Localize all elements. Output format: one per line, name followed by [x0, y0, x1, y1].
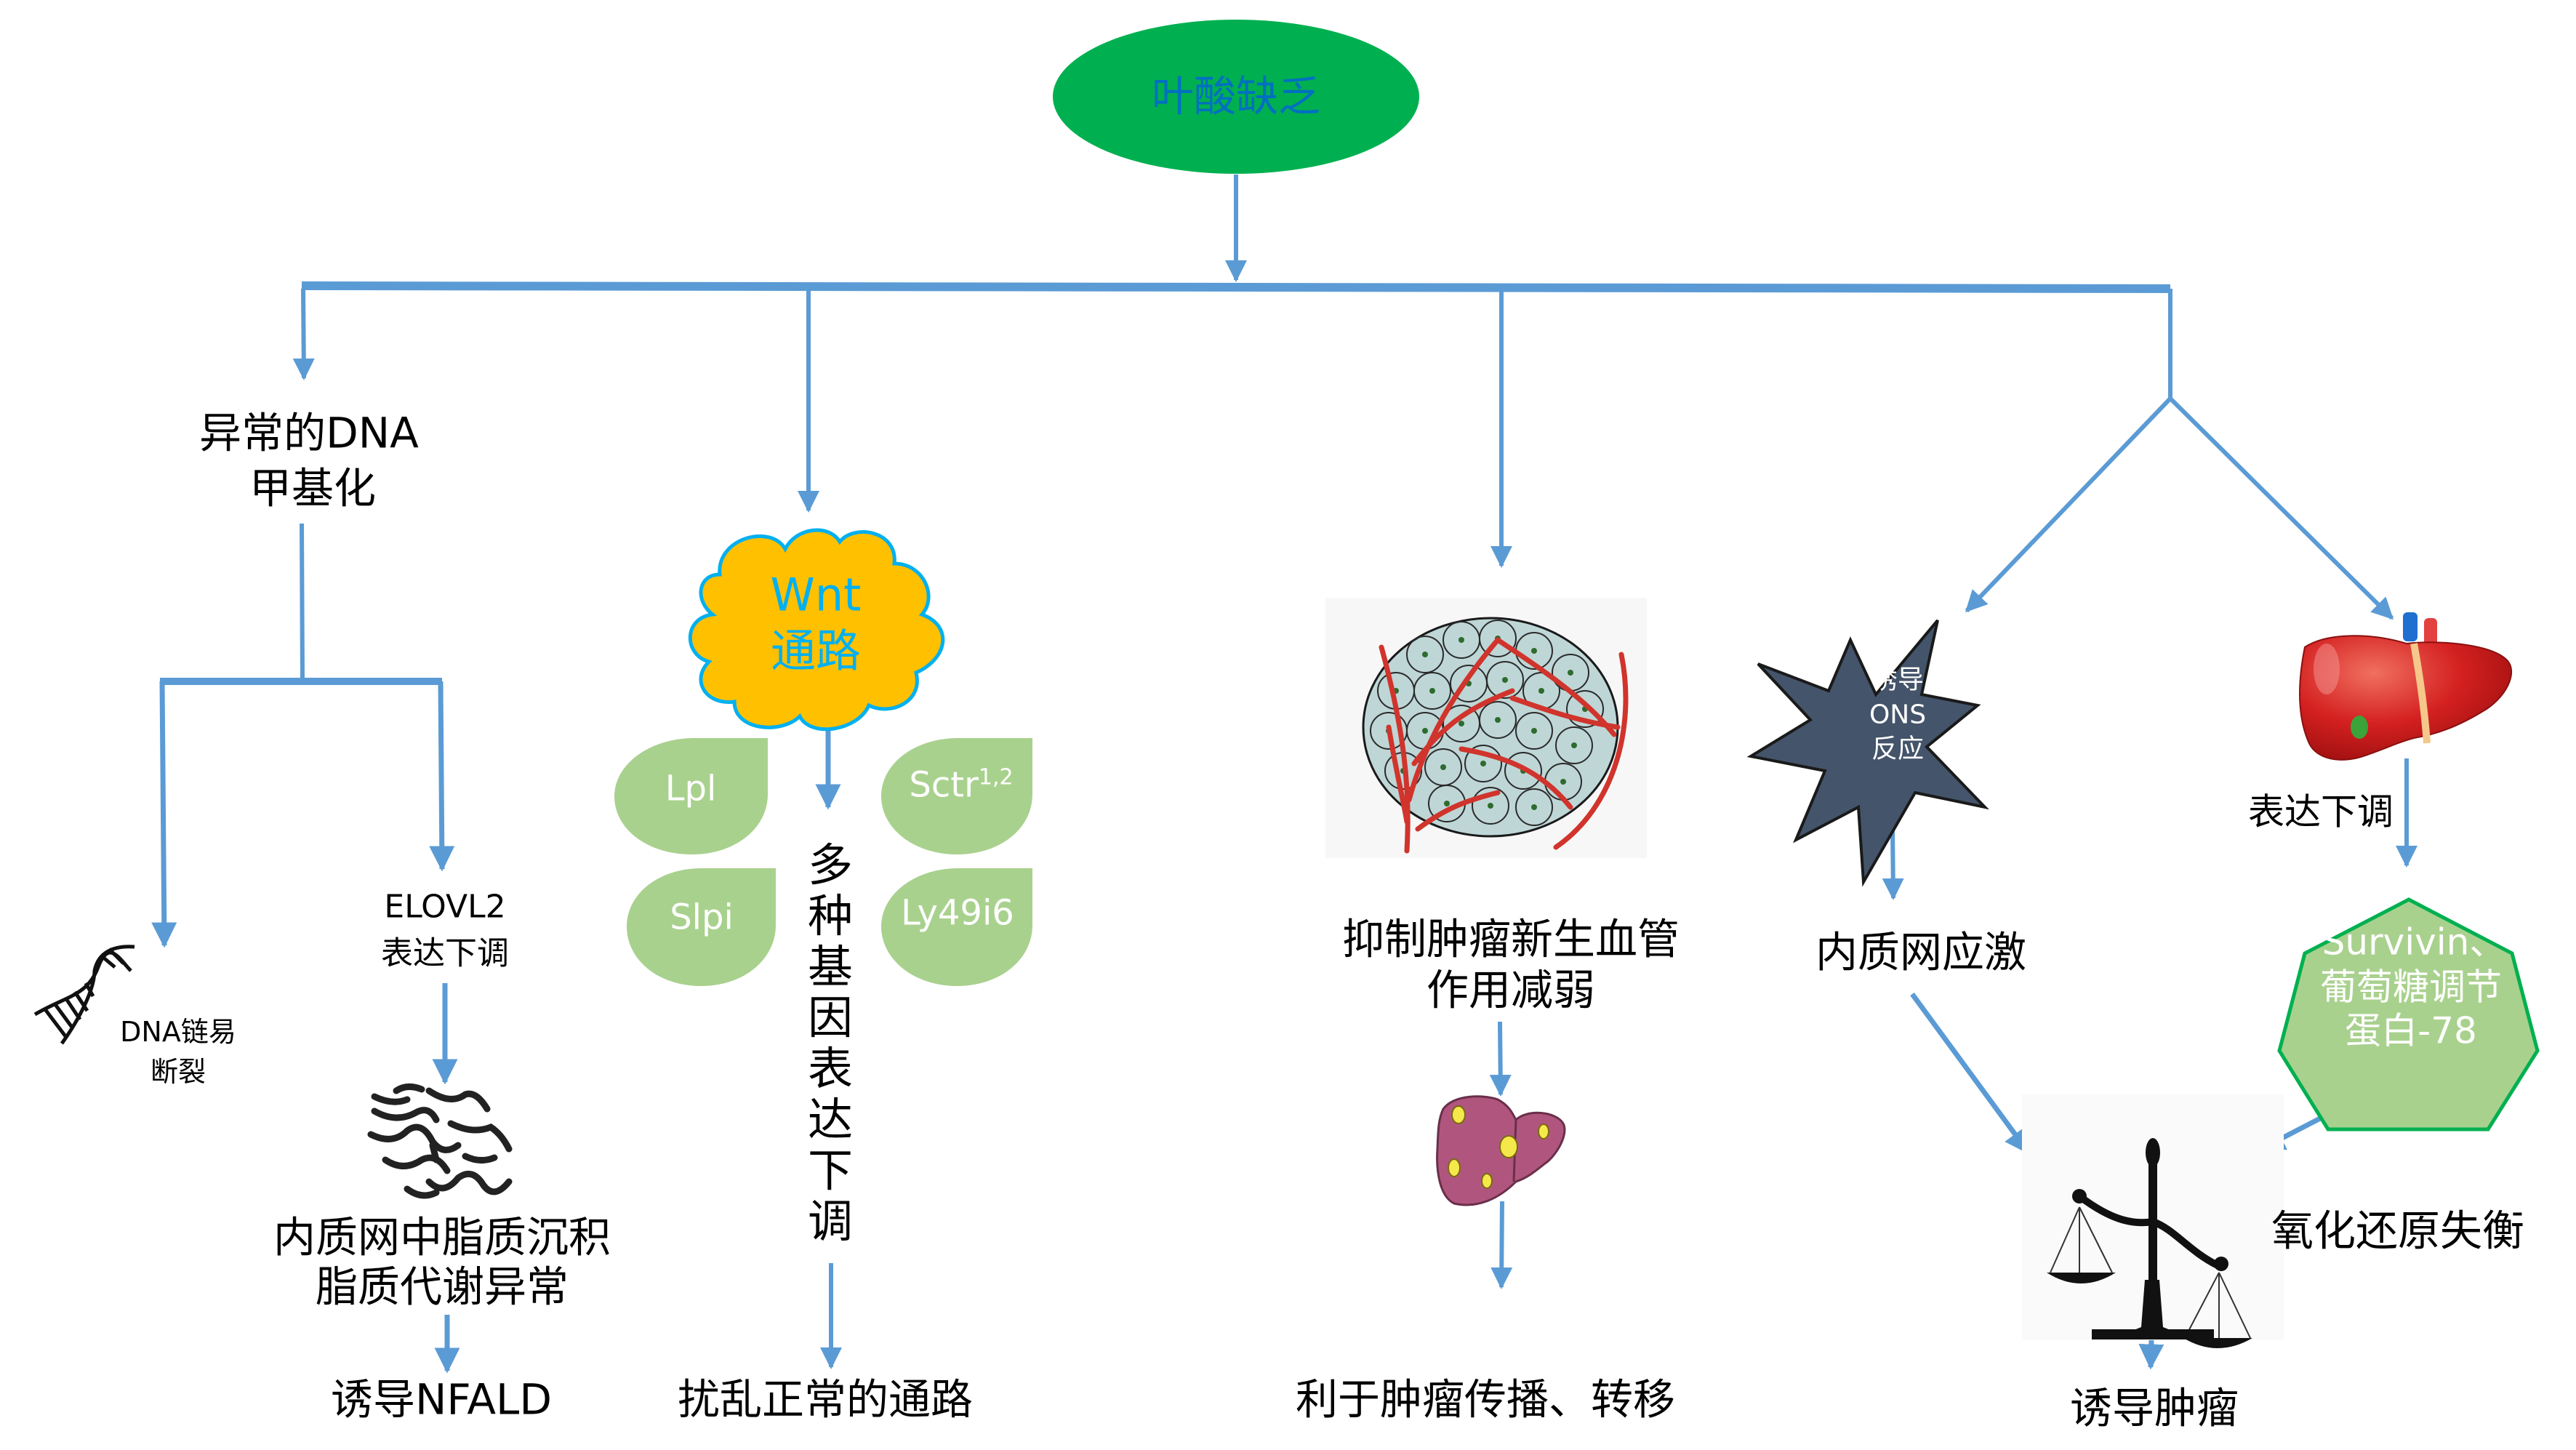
arrow-to-metastasis: [1490, 1201, 1513, 1289]
gene-leaf-sctr: Sctr1,2: [909, 765, 1013, 805]
wnt-cloud-line2: 通路: [770, 624, 862, 678]
arrow-to-liver: [2168, 396, 2394, 620]
leaf-shape-ly49i6: [881, 868, 1032, 986]
induce-nfald: 诱导NFALD: [330, 1374, 553, 1425]
wnt-cloud-line1: Wnt: [770, 568, 862, 622]
star-line3: 反应: [1871, 734, 1925, 764]
leaf-shape-slpi: [627, 868, 776, 986]
gene-name-ly49i6: Ly49i6: [901, 892, 1014, 934]
liver-downregulation-label: 表达下调: [2248, 790, 2394, 833]
vertical-char: 达: [807, 1093, 853, 1146]
angio-effect-line2: 作用减弱: [1426, 965, 1596, 1015]
lipid-deposition-line2: 脂质代谢异常: [315, 1262, 569, 1312]
redox-imbalance-label: 氧化还原失衡: [2271, 1206, 2525, 1256]
gene-sup-sctr: 1,2: [978, 764, 1014, 790]
heptagon-line3: 蛋白-78: [2345, 1009, 2477, 1052]
arrow-to-elovl2: [429, 681, 455, 872]
gene-leaf-slpi: Slpi: [670, 897, 734, 937]
survivin-heptagon-shape[interactable]: [2277, 897, 2540, 1131]
multi-gene-downregulation: 多 种 基 因 表 达 下 调: [805, 840, 856, 1247]
arrow-to-dna-break: [151, 681, 177, 948]
vertical-char: 种: [807, 889, 853, 942]
dna-break-line2: 断裂: [150, 1056, 206, 1089]
star-line1: 诱导: [1871, 665, 1925, 695]
vertical-char: 调: [807, 1195, 853, 1248]
lipid-deposition-line1: 内质网中脂质沉积: [273, 1212, 611, 1262]
er-stress-label: 内质网应激: [1815, 927, 2027, 977]
arrow-to-liver-tumor: [1489, 1021, 1512, 1097]
induce-tumor: 诱导肿瘤: [2069, 1383, 2239, 1433]
tumor-vasculature-icon: [1325, 598, 1647, 858]
dna-helix-icon: [33, 945, 135, 1045]
dna-methylation-title-line2: 甲基化: [249, 463, 377, 513]
vertical-char: 下: [807, 1144, 853, 1197]
balance-scale-icon: [2022, 1094, 2284, 1348]
arrow-er-to-balance: [1910, 992, 2031, 1155]
heptagon-line2: 葡萄糖调节: [2320, 966, 2502, 1009]
heptagon-line1: Survivin、: [2322, 921, 2506, 964]
leaf-shape-sctr: [881, 738, 1032, 854]
dna-break-line1: DNA链易: [120, 1016, 236, 1049]
vertical-char: 多: [807, 838, 853, 892]
dna-methylation-title-line1: 异常的DNA: [199, 408, 419, 458]
disrupt-pathway: 扰乱正常的通路: [677, 1374, 974, 1425]
star-line2: ONS: [1869, 700, 1927, 730]
leaf-shape-lpl: [614, 738, 768, 854]
angio-effect-line1: 抑制肿瘤新生血管: [1341, 914, 1680, 964]
elovl2-downregulated: 表达下调: [381, 934, 509, 972]
root-node-shape[interactable]: [1053, 20, 1419, 174]
wnt-cloud-shape[interactable]: [688, 528, 945, 732]
gene-leaf-lpl: Lpl: [665, 769, 717, 809]
elovl2-label: ELOVL2: [384, 888, 506, 926]
liver-icon: [2299, 612, 2513, 761]
gene-leaf-ly49i6: Ly49i6: [901, 893, 1014, 933]
liver-tumor-icon: [1436, 1095, 1566, 1206]
gene-name-sctr: Sctr: [909, 764, 979, 806]
root-node-label: 叶酸缺乏: [1151, 71, 1321, 121]
vertical-char: 表: [807, 1042, 853, 1095]
chromosome-icon: [367, 1084, 513, 1199]
main-bus: [301, 281, 2171, 293]
ons-star-shape[interactable]: [1746, 619, 1989, 887]
vertical-char: 基: [807, 940, 853, 993]
arrow-to-star: [1965, 396, 2172, 613]
tumor-metastasis: 利于肿瘤传播、转移: [1295, 1374, 1676, 1425]
gene-name-lpl: Lpl: [665, 768, 717, 809]
vertical-char: 因: [807, 991, 853, 1044]
arrow-to-dna: [292, 288, 315, 380]
gene-name-slpi: Slpi: [670, 897, 734, 938]
